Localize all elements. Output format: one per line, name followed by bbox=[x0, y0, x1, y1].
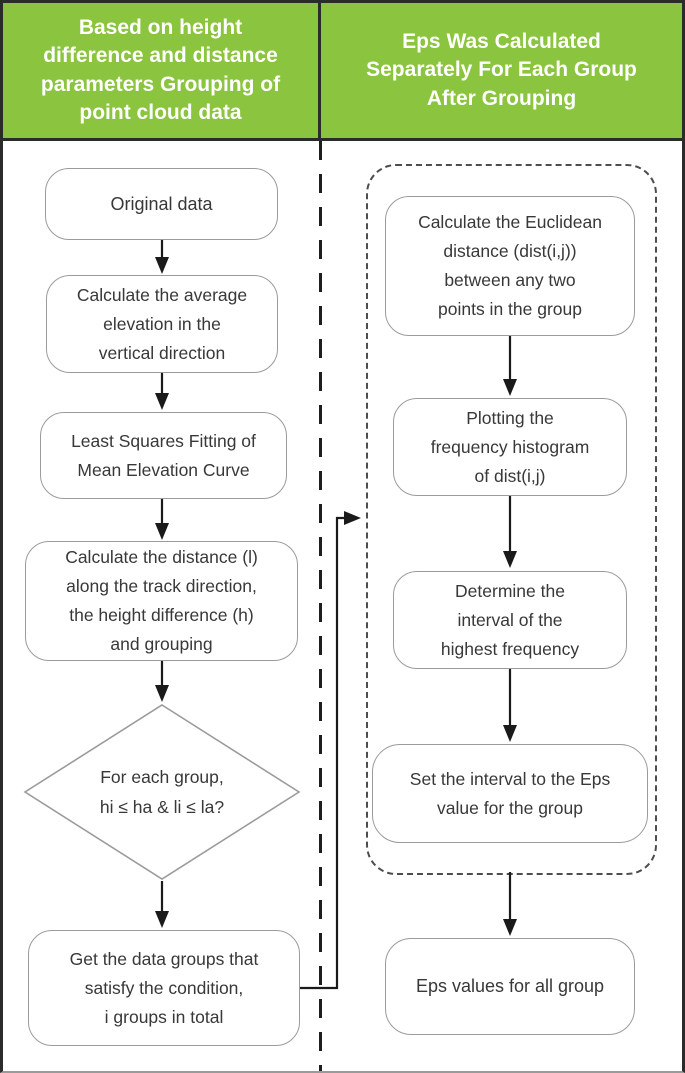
arrowhead-distance-to-decision bbox=[155, 685, 169, 702]
node-original-data: Original data bbox=[45, 168, 278, 240]
node-set-eps-value: Set the interval to the Eps value for th… bbox=[372, 744, 648, 843]
eps-group-dashed-frame bbox=[366, 164, 657, 875]
left-column-header: Based on height difference and distance … bbox=[3, 3, 318, 138]
arrowhead-average-to-fitting bbox=[155, 393, 169, 410]
arrowhead-original-to-average bbox=[155, 257, 169, 274]
column-divider-dashed-line bbox=[319, 141, 322, 1071]
connector-result-to-eps-group bbox=[300, 516, 346, 990]
node-euclidean-distance: Calculate the Euclidean distance (dist(i… bbox=[385, 196, 635, 336]
header-band: Based on height difference and distance … bbox=[3, 3, 682, 141]
node-eps-values-all-groups: Eps values for all group bbox=[385, 938, 635, 1035]
arrowhead-decision-to-result bbox=[155, 911, 169, 928]
node-decision-label: For each group, hi ≤ ha & li ≤ la? bbox=[99, 767, 225, 817]
node-least-squares-fitting: Least Squares Fitting of Mean Elevation … bbox=[40, 412, 287, 499]
node-result-groups: Get the data groups that satisfy the con… bbox=[28, 930, 300, 1046]
arrowhead-group-to-final bbox=[503, 919, 517, 936]
node-average-elevation: Calculate the average elevation in the v… bbox=[46, 275, 278, 373]
arrowhead-fitting-to-distance bbox=[155, 523, 169, 540]
arrowhead-result-to-eps-group bbox=[344, 511, 361, 525]
node-distance-grouping: Calculate the distance (l) along the tra… bbox=[25, 541, 298, 661]
right-column-header: Eps Was Calculated Separately For Each G… bbox=[321, 3, 682, 138]
header-divider bbox=[318, 3, 321, 138]
node-frequency-histogram: Plotting the frequency histogram of dist… bbox=[393, 398, 627, 496]
node-highest-frequency-interval: Determine the interval of the highest fr… bbox=[393, 571, 627, 669]
